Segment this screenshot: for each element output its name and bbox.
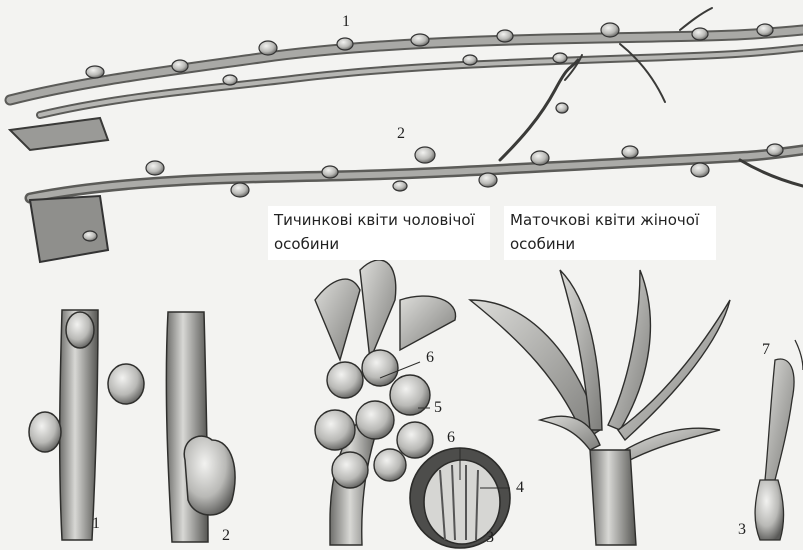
pistil-icon [755, 340, 803, 540]
label-section-4: 4 [516, 480, 524, 496]
caption-male-flowers: Тичинкові квіти чоловічої особини [268, 206, 490, 260]
flower-section-icon [410, 448, 510, 548]
label-female-7: 7 [762, 342, 770, 358]
twig-drawing-right [108, 312, 235, 542]
label-branch-2: 2 [397, 126, 405, 142]
twig-drawing-left [29, 310, 98, 540]
label-branch-1: 1 [342, 14, 350, 30]
label-male-5: 5 [434, 400, 442, 416]
label-section-6: 6 [447, 430, 455, 446]
label-female-3: 3 [738, 522, 746, 538]
label-twig-2: 2 [222, 528, 230, 544]
label-section-3: 3 [486, 530, 494, 546]
label-male-6: 6 [426, 350, 434, 366]
caption-female-flowers: Маточкові квіти жіночої особини [504, 206, 716, 260]
label-twig-1: 1 [92, 516, 100, 532]
branch-drawing-top [10, 8, 803, 150]
